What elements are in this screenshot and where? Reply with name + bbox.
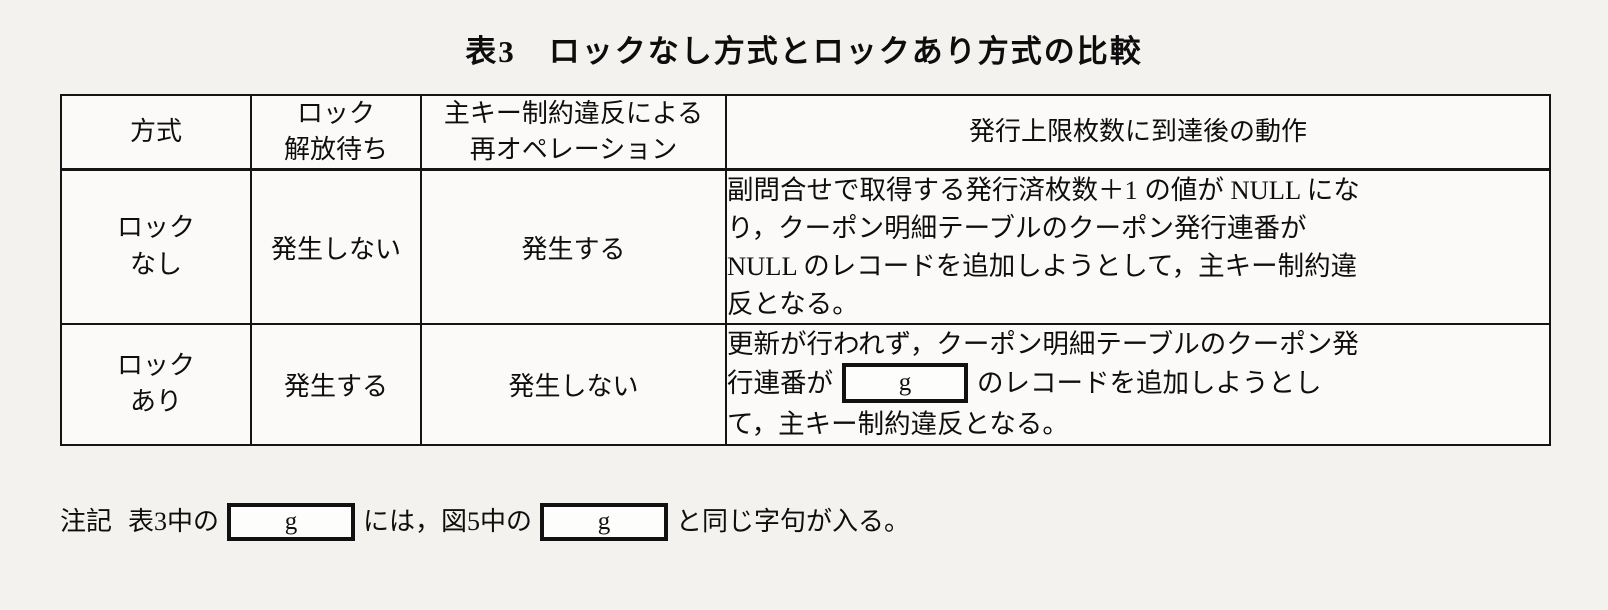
column-header-reoperation-line2: 再オペレーション bbox=[469, 134, 678, 164]
cell-method-lockless-line2: なし bbox=[129, 250, 182, 280]
cell-lock-wait-lockless: 発生しない bbox=[250, 168, 422, 326]
cell-reoperation-locked: 発生しない bbox=[420, 323, 727, 446]
behavior-locked-line-1: 更新が行われず，クーポン明細テーブルのクーポン発 bbox=[727, 329, 1359, 360]
page-title: 表3 ロックなし方式とロックあり方式の比較 bbox=[465, 34, 1143, 69]
behavior-lockless-line-4: 反となる。 bbox=[727, 289, 859, 320]
answer-blank-box-g-row: g bbox=[842, 363, 968, 404]
column-header-reoperation: 主キー制約違反による 再オペレーション bbox=[420, 93, 727, 171]
column-header-reoperation-line1: 主キー制約違反による bbox=[443, 99, 704, 128]
answer-blank-box-g-footnote-1: g bbox=[227, 503, 356, 541]
column-header-lock-wait: ロック 解放待ち bbox=[250, 93, 422, 171]
cell-behavior-locked: 更新が行われず，クーポン明細テーブルのクーポン発 行連番が g のレコードを追加しよ… bbox=[725, 323, 1551, 446]
column-header-lock-wait-line1: ロック bbox=[296, 99, 375, 128]
behavior-locked-line-2-suffix: のレコードを追加しようとし bbox=[977, 367, 1322, 398]
table-header: 方式 ロック 解放待ち 主キー制約違反による 再オペレーション 発行上限枚数に到… bbox=[60, 93, 1551, 171]
behavior-locked-line-2: 行連番が g のレコードを追加しようとし bbox=[727, 363, 1549, 406]
column-header-behavior: 発行上限枚数に到達後の動作 bbox=[725, 93, 1551, 171]
cell-method-lockless: ロック なし bbox=[60, 168, 252, 326]
cell-behavior-lockless: 副問合せで取得する発行済枚数＋1 の値が NULL にな り，クーポン明細テーブ… bbox=[725, 168, 1551, 326]
answer-blank-box-g-footnote-2: g bbox=[540, 503, 669, 541]
footnote-label: 注記 bbox=[60, 506, 113, 536]
table-body: ロック なし 発生しない 発生する 副問合せで取得する発行済枚数＋1 の値が N… bbox=[60, 168, 1551, 446]
footnote-segment-1: 表3中の bbox=[128, 506, 220, 536]
column-header-method: 方式 bbox=[60, 93, 252, 171]
cell-method-locked: ロック あり bbox=[60, 323, 252, 446]
behavior-locked-line-2-prefix: 行連番が bbox=[727, 367, 833, 398]
column-header-lock-wait-line2: 解放待ち bbox=[283, 134, 388, 164]
comparison-table: 方式 ロック 解放待ち 主キー制約違反による 再オペレーション 発行上限枚数に到… bbox=[60, 93, 1551, 446]
cell-method-locked-line2: あり bbox=[129, 387, 182, 417]
table-header-row: 方式 ロック 解放待ち 主キー制約違反による 再オペレーション 発行上限枚数に到… bbox=[60, 93, 1551, 171]
footnote-segment-2: には，図5中の bbox=[363, 506, 533, 536]
behavior-lockless-line-3: NULL のレコードを追加しようとして，主キー制約違 bbox=[727, 251, 1358, 282]
behavior-locked-line-3: て，主キー制約違反となる。 bbox=[727, 409, 1069, 440]
column-header-behavior-label: 発行上限枚数に到達後の動作 bbox=[968, 116, 1307, 146]
cell-method-lockless-line1: ロック bbox=[116, 213, 195, 243]
table-row: ロック なし 発生しない 発生する 副問合せで取得する発行済枚数＋1 の値が N… bbox=[60, 168, 1551, 326]
cell-reoperation-lockless: 発生する bbox=[420, 168, 727, 326]
column-header-method-label: 方式 bbox=[129, 116, 182, 146]
cell-lock-wait-locked: 発生する bbox=[250, 323, 422, 446]
behavior-lockless-line-2: り，クーポン明細テーブルのクーポン発行連番が bbox=[727, 212, 1307, 243]
table-row: ロック あり 発生する 発生しない 更新が行われず，クーポン明細テーブルのクーポ… bbox=[60, 323, 1551, 446]
cell-method-locked-line1: ロック bbox=[116, 350, 195, 380]
behavior-lockless-line-1: 副問合せで取得する発行済枚数＋1 の値が NULL にな bbox=[727, 174, 1360, 205]
footnote-segment-3: と同じ字句が入る。 bbox=[676, 506, 911, 536]
